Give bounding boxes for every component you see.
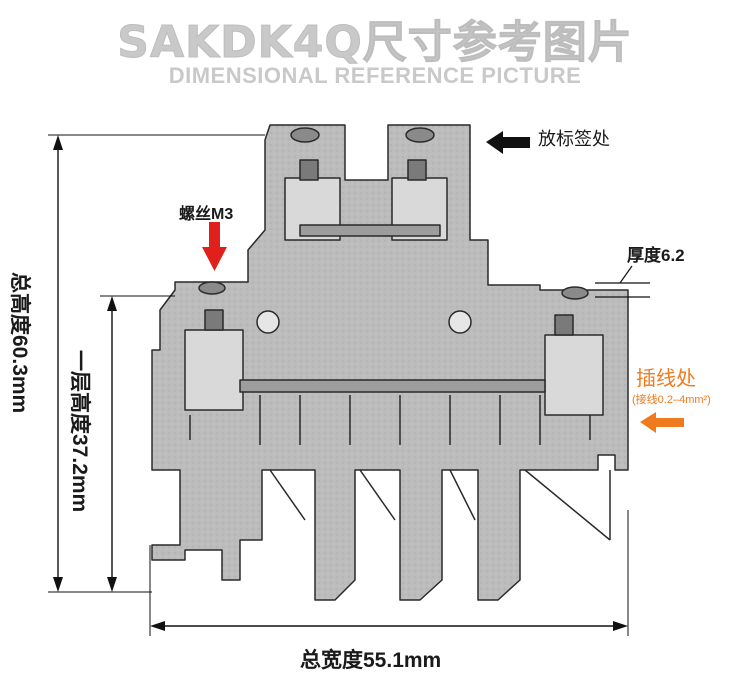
terminal-block-body — [151, 124, 629, 601]
dimension-first-layer-height — [100, 295, 175, 593]
dimension-total-width — [149, 510, 629, 636]
label-area-label: 放标签处 — [538, 129, 610, 149]
wire-range-label: (接线0.2–4mm²) — [632, 394, 711, 406]
wire-entry-label: 插线处 — [636, 368, 696, 390]
dimension-thickness — [595, 265, 650, 298]
arrow-down-icon — [202, 222, 227, 271]
arrow-left-icon — [640, 412, 684, 433]
thickness-label: 厚度6.2 — [627, 246, 685, 265]
page-subtitle: DIMENSIONAL REFERENCE PICTURE — [168, 63, 582, 88]
screw-label: 螺丝M3 — [179, 206, 234, 223]
total-width-label: 总宽度55.1mm — [300, 649, 442, 672]
page-title: SAKDK4Q尺寸参考图片 — [117, 17, 633, 69]
first-layer-height-label: 一层高度37.2mm — [68, 350, 91, 513]
arrow-left-icon — [486, 131, 530, 154]
total-height-label: 总高度60.3mm — [8, 272, 31, 414]
